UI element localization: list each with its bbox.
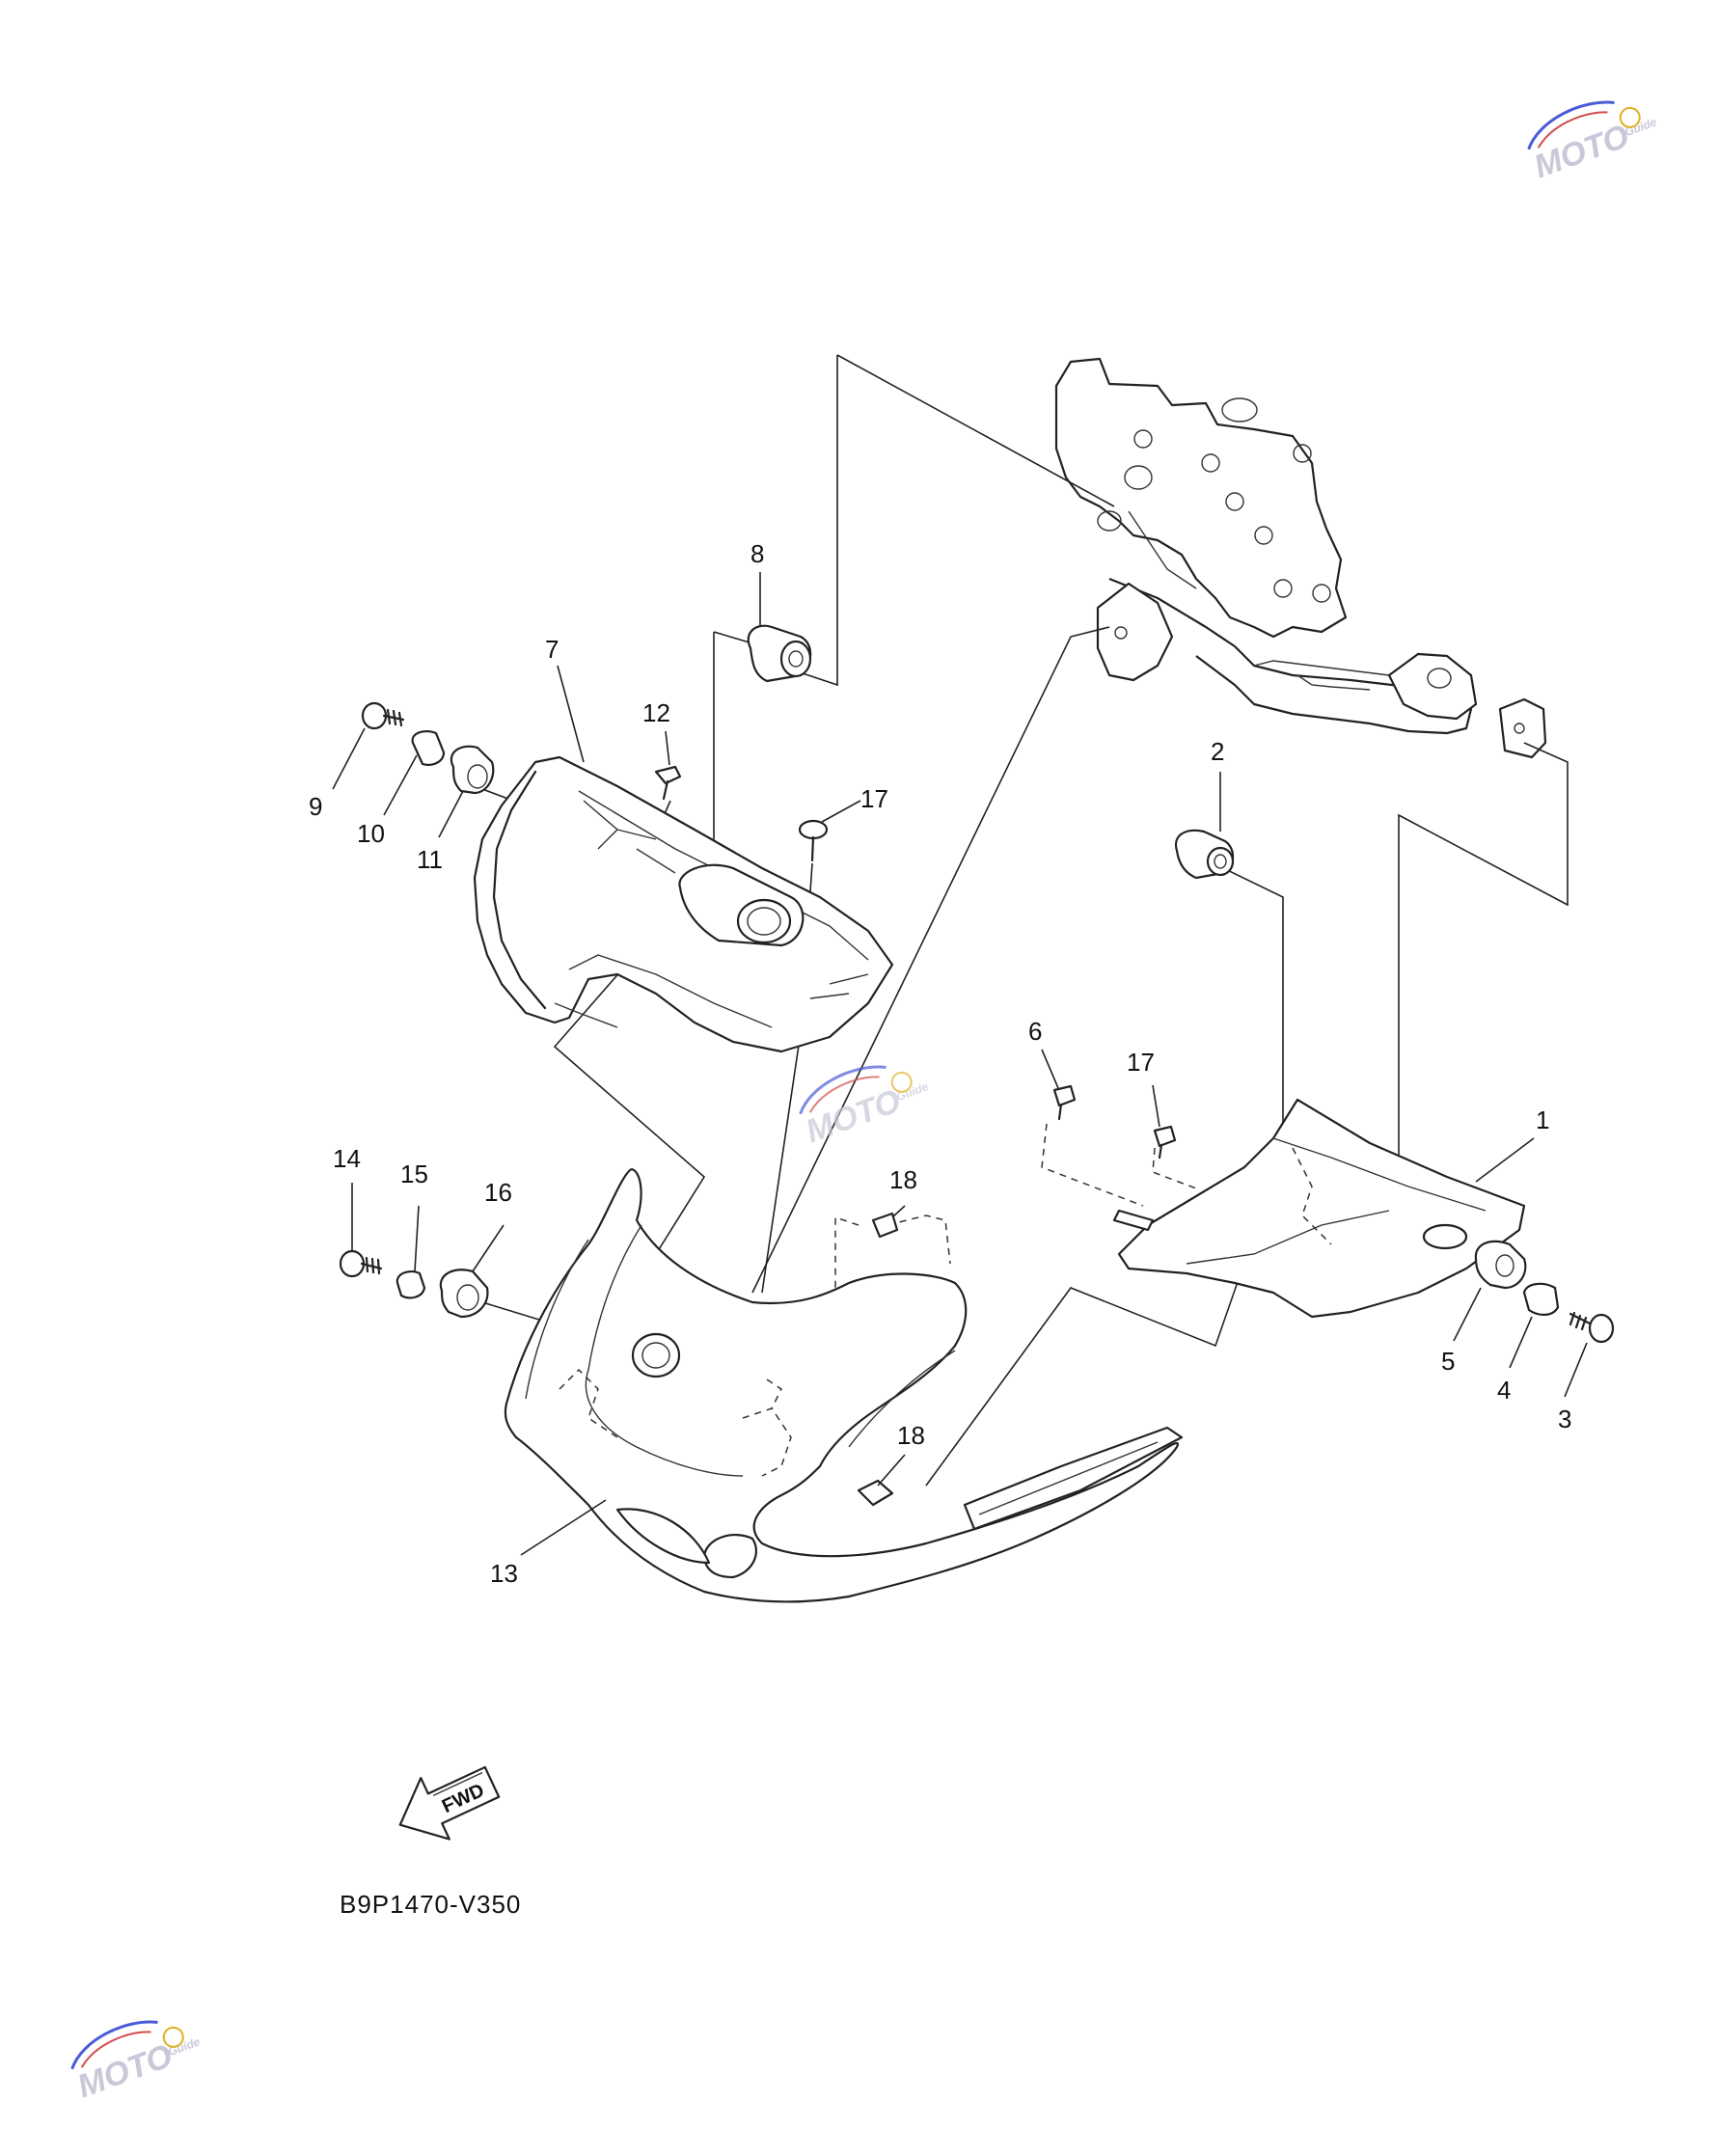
callout-13: 13 [490, 1559, 518, 1588]
watermark-logo-bottom: MOTO Guide [70, 2020, 202, 2105]
callout-17-right: 17 [1127, 1048, 1155, 1077]
callout-17-left: 17 [860, 784, 888, 813]
callout-5: 5 [1441, 1347, 1455, 1376]
parts-9-10-11 [361, 701, 495, 795]
watermark-brand-top: MOTO [1529, 118, 1633, 185]
part-8-grommet [747, 624, 812, 683]
callout-14: 14 [333, 1144, 361, 1173]
callout-4: 4 [1497, 1376, 1511, 1405]
callout-8: 8 [750, 539, 764, 568]
screw-17-left [798, 819, 829, 862]
callout-15: 15 [400, 1160, 428, 1188]
callout-6: 6 [1028, 1017, 1042, 1046]
screw-6 [1052, 1084, 1077, 1121]
callout-12: 12 [642, 698, 670, 727]
part-1-side-panel [1112, 1098, 1526, 1319]
callout-leaders [332, 572, 1588, 1556]
callout-1: 1 [1536, 1105, 1549, 1134]
frame-bracket [1054, 357, 1547, 759]
callout-2: 2 [1211, 737, 1224, 766]
screw-12 [654, 765, 682, 801]
screw-17-right [1153, 1125, 1177, 1160]
fwd-arrow: FWD [398, 1765, 501, 1841]
watermark-brand-mid: MOTO [801, 1082, 905, 1150]
callout-3: 3 [1558, 1405, 1571, 1433]
parts-14-15-16 [339, 1249, 489, 1319]
callout-18-top: 18 [889, 1165, 917, 1194]
part-2-grommet [1174, 829, 1235, 880]
parts-3-4-5 [1474, 1240, 1615, 1344]
part-7-inner-panel [473, 755, 894, 1053]
watermark-logo-top: MOTO Guide [1527, 100, 1658, 185]
callout-9: 9 [309, 792, 322, 821]
part-13-front-cowl [504, 1167, 1184, 1603]
callout-7: 7 [545, 635, 559, 664]
watermark-brand-bottom: MOTO [72, 2037, 177, 2105]
callout-16: 16 [484, 1178, 512, 1207]
callout-numbers: 1 2 3 4 5 6 7 8 9 10 11 12 13 14 15 16 1… [309, 539, 1571, 1588]
callout-11: 11 [417, 845, 443, 874]
diagram-code: B9P1470-V350 [340, 1890, 521, 1919]
callout-10: 10 [357, 819, 385, 848]
callout-18-bottom: 18 [897, 1421, 925, 1450]
